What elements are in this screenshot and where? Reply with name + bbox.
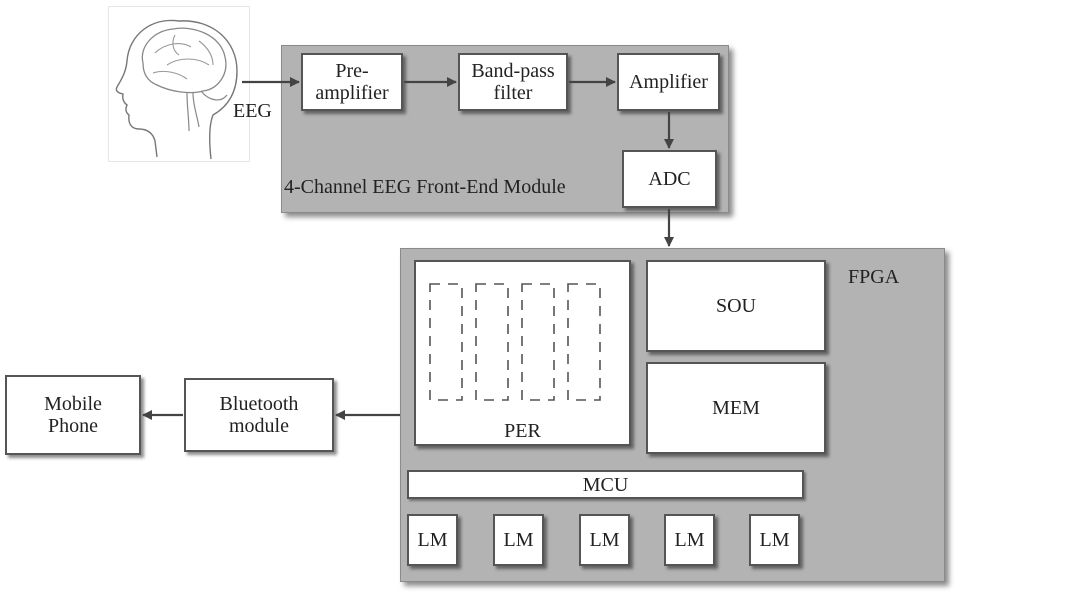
preamplifier-block: Pre- amplifier (301, 53, 403, 111)
per-element (475, 283, 509, 401)
per-label: PER (504, 420, 541, 442)
lm-block: LM (664, 514, 715, 566)
mcu-block: MCU (407, 470, 804, 499)
per-element (521, 283, 555, 401)
per-element (567, 283, 601, 401)
lm-block: LM (407, 514, 458, 566)
adc-block: ADC (622, 150, 717, 208)
eeg-signal-label: EEG (233, 100, 272, 122)
lm-block: LM (749, 514, 800, 566)
brain-head-icon (115, 19, 238, 160)
amplifier-block: Amplifier (617, 53, 720, 111)
lm-block: LM (579, 514, 630, 566)
frontend-module-label: 4-Channel EEG Front-End Module (284, 176, 566, 198)
head-illustration (108, 6, 250, 162)
per-element (429, 283, 463, 401)
sou-block: SOU (646, 260, 826, 352)
per-processing-elements (429, 283, 601, 401)
bluetooth-module-block: Bluetooth module (184, 378, 334, 452)
lm-block: LM (493, 514, 544, 566)
bandpass-filter-block: Band-pass filter (458, 53, 568, 111)
mem-block: MEM (646, 362, 826, 454)
mobile-phone-block: Mobile Phone (5, 375, 141, 455)
fpga-label: FPGA (848, 266, 900, 288)
